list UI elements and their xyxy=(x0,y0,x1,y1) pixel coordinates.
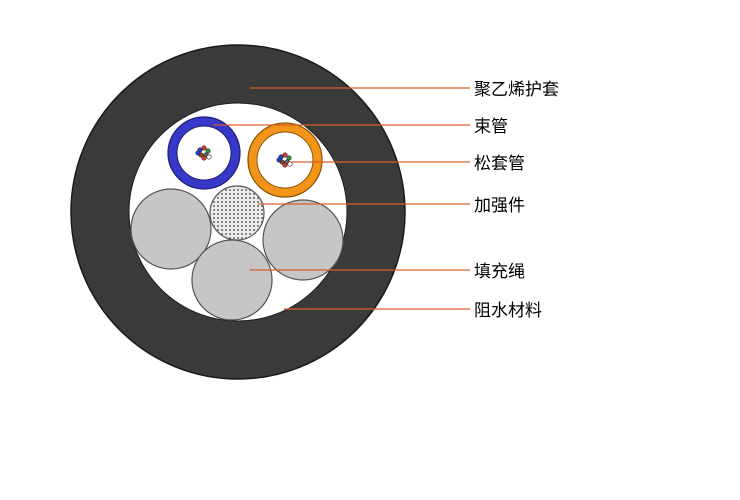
loose-tube-interior xyxy=(256,131,314,189)
loose-tube-fiber xyxy=(282,152,288,158)
label-bundle-tube: 束管 xyxy=(474,117,508,137)
loose-tube-fiber xyxy=(282,162,288,168)
loose-tube-fiber xyxy=(286,155,292,161)
bundle-tube-fibers xyxy=(195,145,212,161)
strength-member xyxy=(209,185,265,241)
bundle-tube-interior xyxy=(176,125,232,181)
label-filler-rope: 填充绳 xyxy=(474,262,525,282)
bundle-tube-fiber xyxy=(201,145,207,151)
label-outer-sheath: 聚乙烯护套 xyxy=(474,80,559,100)
filler-rope-bottom xyxy=(191,239,273,321)
loose-tube-fibers xyxy=(276,152,293,168)
label-water-blocking: 阻水材料 xyxy=(474,301,542,321)
bundle-tube-fiber xyxy=(201,155,207,161)
filler-rope-left xyxy=(130,188,212,270)
bundle-tube-fiber xyxy=(205,148,211,154)
bundle-tube-fiber xyxy=(195,150,201,156)
loose-tube-fiber xyxy=(276,157,282,163)
label-strength-member: 加强件 xyxy=(474,196,525,216)
bundle-tube-fiber xyxy=(206,154,212,160)
label-loose-tube: 松套管 xyxy=(474,154,525,174)
filler-rope-right xyxy=(262,199,344,281)
